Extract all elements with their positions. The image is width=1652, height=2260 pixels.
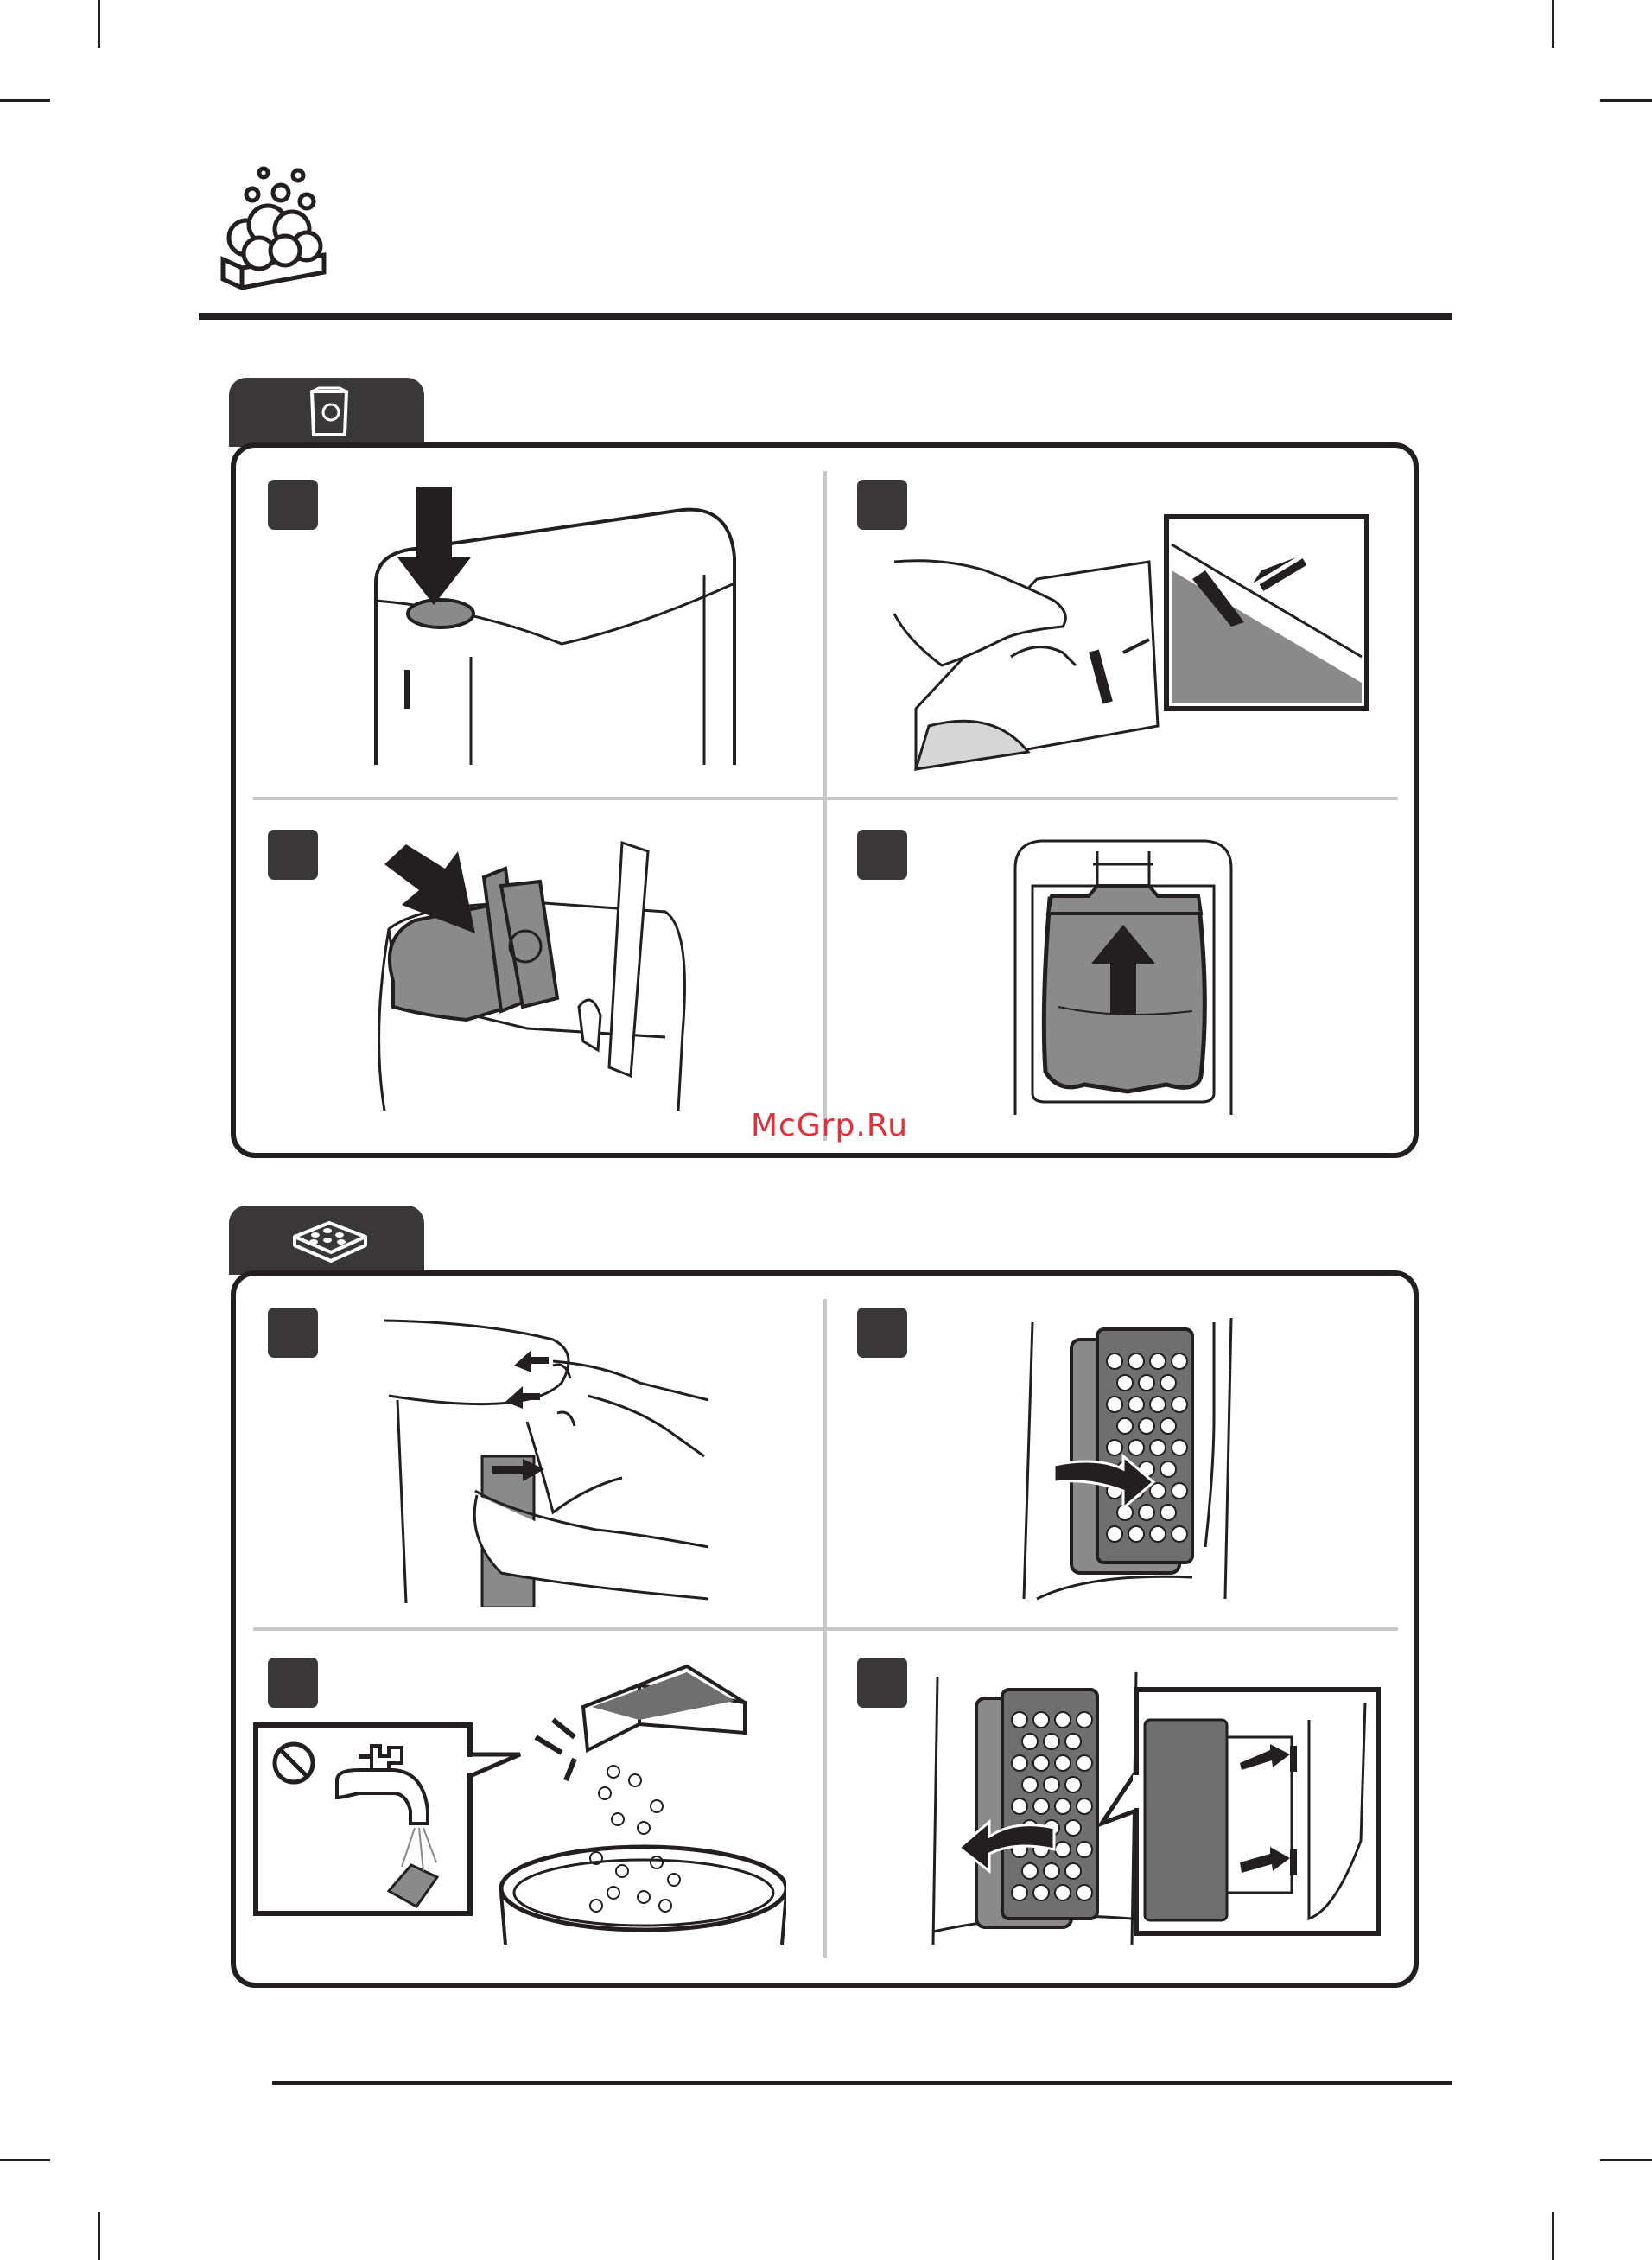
- step-badge: [268, 1308, 318, 1358]
- insert-bag-illustration: [372, 834, 700, 1115]
- open-cover-illustration: [380, 1314, 717, 1607]
- crop-mark: [0, 2159, 50, 2161]
- crop-mark: [1600, 2159, 1652, 2161]
- empty-filter-illustration: [251, 1659, 786, 1945]
- panel-divider: [253, 1627, 1398, 1631]
- crop-mark: [1600, 99, 1652, 102]
- press-button-illustration: [363, 480, 752, 773]
- reinsert-filter-illustration: [929, 1668, 1382, 1953]
- remove-filter-illustration: [1020, 1314, 1236, 1603]
- footer-rule: [272, 2081, 1452, 2085]
- crop-mark: [98, 0, 100, 48]
- step-badge: [268, 830, 318, 880]
- step-badge: [857, 1658, 907, 1708]
- crop-mark: [0, 99, 50, 102]
- detach-bag-tab-illustration: [890, 510, 1374, 786]
- watermark: McGrp.Ru: [717, 1108, 942, 1143]
- section-tab-dust-bag: [229, 378, 424, 447]
- dust-bag-icon: [305, 386, 353, 440]
- header-rule: [199, 313, 1452, 320]
- filter-icon: [288, 1218, 371, 1264]
- step-badge: [857, 1308, 907, 1358]
- crop-mark: [1552, 0, 1554, 48]
- crop-mark: [98, 2212, 100, 2260]
- section-tab-filter: [229, 1206, 424, 1275]
- lift-bag-illustration: [1007, 834, 1240, 1115]
- step-badge: [268, 480, 318, 530]
- soap-bubbles-icon: [216, 160, 333, 298]
- panel-divider: [253, 797, 1398, 800]
- step-badge: [857, 830, 907, 880]
- panel-divider: [823, 471, 827, 1141]
- crop-mark: [1552, 2212, 1554, 2260]
